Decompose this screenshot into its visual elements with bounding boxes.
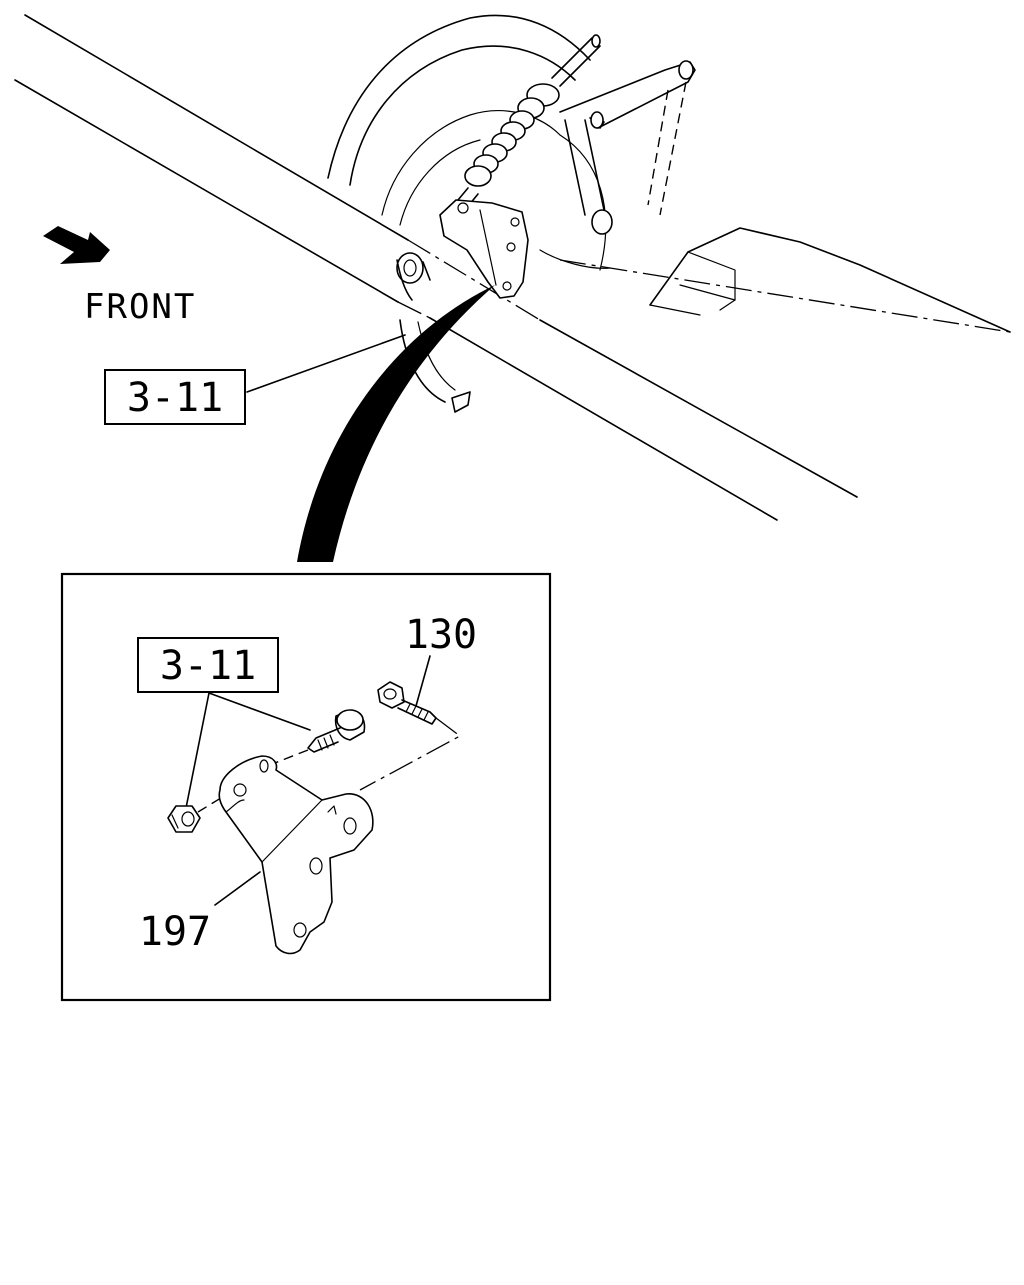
detail-inset: 3-11 130 xyxy=(60,572,552,1002)
frame-rail xyxy=(14,14,1011,521)
nut xyxy=(167,805,201,833)
front-arrow-icon xyxy=(43,226,110,264)
overview-leader-line xyxy=(246,334,406,393)
detail-reference-label: 3-11 xyxy=(160,643,256,689)
bolt-axis xyxy=(359,717,462,791)
detail-leader-to-bolt xyxy=(208,692,311,731)
detail-reference-box[interactable]: 3-11 xyxy=(137,637,279,693)
bracket-197-leader xyxy=(214,871,261,906)
overview-reference-label: 3-11 xyxy=(127,375,223,421)
bolt-130-leader xyxy=(415,655,431,707)
axle-stub xyxy=(396,252,431,301)
brake-lever xyxy=(559,60,696,235)
part-number-197: 197 xyxy=(139,909,211,955)
front-indicator: FRONT xyxy=(43,226,196,327)
overview-assembly xyxy=(14,14,1011,562)
brake-bracket-installed xyxy=(439,199,529,299)
axle-housing xyxy=(649,227,1011,333)
detail-callout-pointer xyxy=(297,285,495,562)
front-label: FRONT xyxy=(84,287,196,327)
part-number-130: 130 xyxy=(405,612,477,658)
detail-leader-to-nut xyxy=(185,692,210,809)
brake-cable xyxy=(447,34,601,217)
bracket-197 xyxy=(218,755,374,955)
bolt-130 xyxy=(377,681,437,725)
overview-reference-box[interactable]: 3-11 xyxy=(104,369,246,425)
stud-bolt xyxy=(307,709,366,753)
